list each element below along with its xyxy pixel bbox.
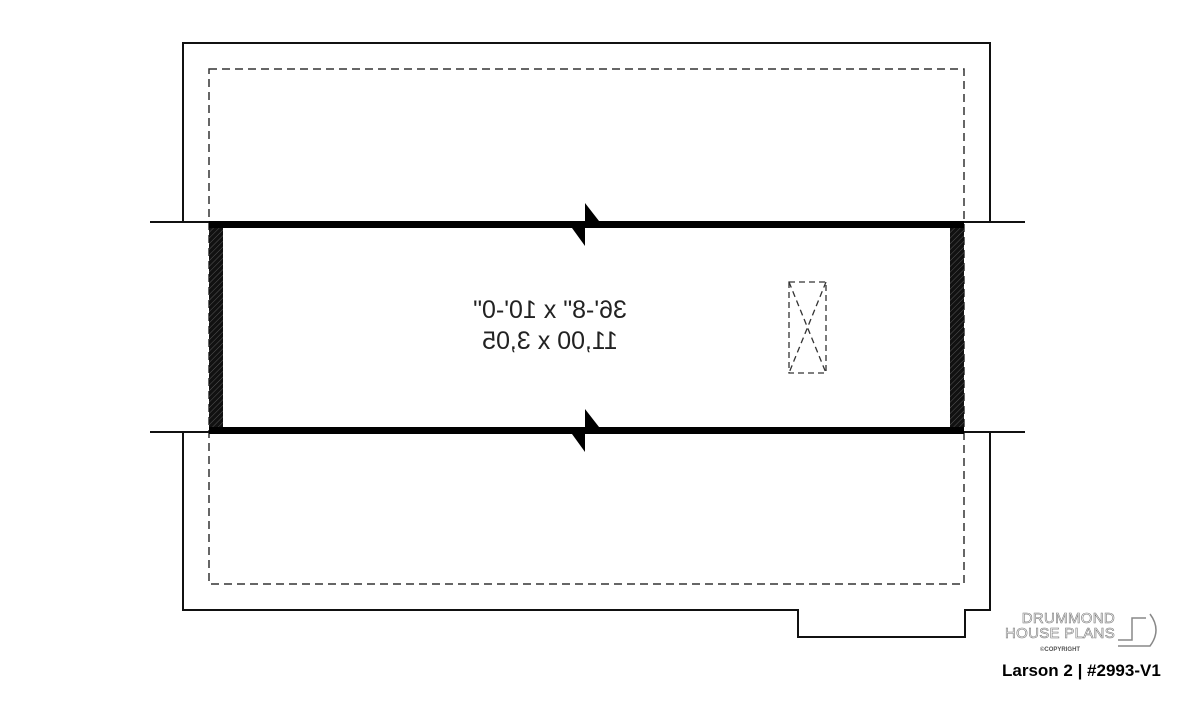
wall-left: [209, 222, 223, 432]
room-dimension-metric: 11,00 x 3,05: [482, 327, 618, 355]
beam-break-bottom: [572, 409, 599, 452]
wall-bottom: [209, 427, 964, 434]
logo-mark: [1118, 613, 1157, 647]
attic-access-hatch: [788, 281, 827, 374]
drummond-logo: DRUMMOND HOUSE PLANS: [990, 610, 1115, 642]
wall-top: [209, 221, 964, 228]
logo-line1: DRUMMOND: [1021, 610, 1115, 627]
outer-footprint: [182, 42, 991, 638]
logo-copyright: ©COPYRIGHT: [1040, 647, 1081, 653]
beam-break-top: [572, 203, 599, 246]
room-dimension-imperial: 36'-8" x 10'-0": [473, 296, 627, 324]
plan-caption: Larson 2 | #2993-V1: [1002, 661, 1161, 680]
room-dimensions: 36'-8" x 10'-0" 11,00 x 3,05: [440, 295, 660, 357]
wall-right: [950, 222, 964, 432]
logo-line2: HOUSE PLANS: [1005, 625, 1115, 642]
